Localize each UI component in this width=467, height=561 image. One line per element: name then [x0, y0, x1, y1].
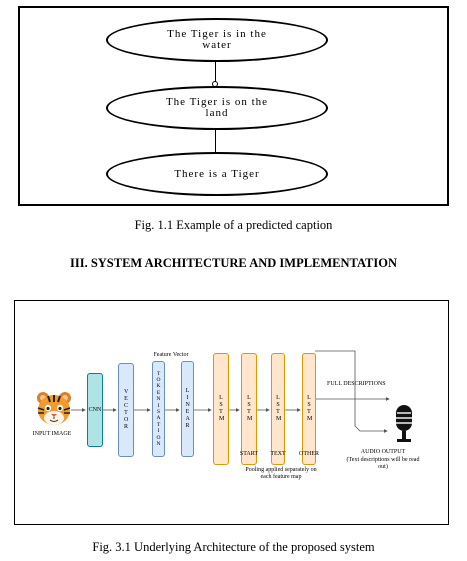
- cnn-block: CNN: [87, 373, 103, 447]
- lstm-block-3: L S T M: [271, 353, 285, 465]
- cnn-label: CNN: [88, 406, 102, 413]
- lstm-4-letters: L S T M: [307, 395, 313, 422]
- input-image-label: INPUT IMAGE: [32, 431, 72, 437]
- linear-block: L I N E A R: [181, 361, 194, 457]
- connector-arrows: [71, 350, 390, 433]
- lstm-label-other: OTHER: [299, 451, 319, 457]
- lstm-label-text: TEXT: [270, 451, 286, 457]
- lstm-3-letters: L S T M: [276, 395, 282, 422]
- caption-node-1: The Tiger is in the water: [106, 18, 328, 62]
- microphone-icon: [393, 405, 415, 445]
- lstm-2-letters: L S T M: [247, 395, 253, 422]
- vector-letters: V E C T O R: [124, 389, 129, 430]
- lstm-block-4: L S T M: [302, 353, 316, 465]
- lstm-label-start: START: [239, 451, 259, 457]
- figure-2-caption: Fig. 3.1 Underlying Architecture of the …: [92, 540, 375, 554]
- linear-letters: L I N E A R: [185, 388, 190, 429]
- feature-vector-label: Feature Vector: [153, 352, 189, 358]
- lstm-1-letters: L S T M: [219, 395, 225, 422]
- caption-node-3-text: There is a Tiger: [174, 167, 260, 180]
- tokenisation-block: T O K E N I S A T I O N: [152, 361, 165, 457]
- tiger-icon: [35, 390, 73, 428]
- caption-node-2-text: The Tiger is on the land: [165, 96, 269, 119]
- figure-2-frame: INPUT IMAGE CNN V E C T O R Feature Vect…: [14, 300, 449, 525]
- full-descriptions-label: FULL DESCRIPTIONS: [327, 381, 386, 387]
- pooling-note: Pooling applied separately on each featu…: [245, 467, 317, 480]
- lstm-block-1: L S T M: [213, 353, 229, 465]
- section-heading: III. SYSTEM ARCHITECTURE AND IMPLEMENTAT…: [69, 256, 398, 270]
- figure-1-caption: Fig. 1.1 Example of a predicted caption: [134, 218, 333, 232]
- caption-node-1-text: The Tiger is in the water: [167, 28, 267, 51]
- figure-1-frame: The Tiger is in the water The Tiger is o…: [18, 6, 449, 206]
- lstm-block-2: L S T M: [241, 353, 257, 465]
- caption-node-3: There is a Tiger: [106, 152, 328, 196]
- audio-output-note: (Text descriptions will be read out): [346, 457, 420, 470]
- tokenisation-letters: T O K E N I S A T I O N: [156, 370, 161, 448]
- vector-block: V E C T O R: [118, 363, 134, 457]
- audio-output-label: AUDIO OUTPUT: [360, 449, 406, 455]
- caption-node-2: The Tiger is on the land: [106, 86, 328, 130]
